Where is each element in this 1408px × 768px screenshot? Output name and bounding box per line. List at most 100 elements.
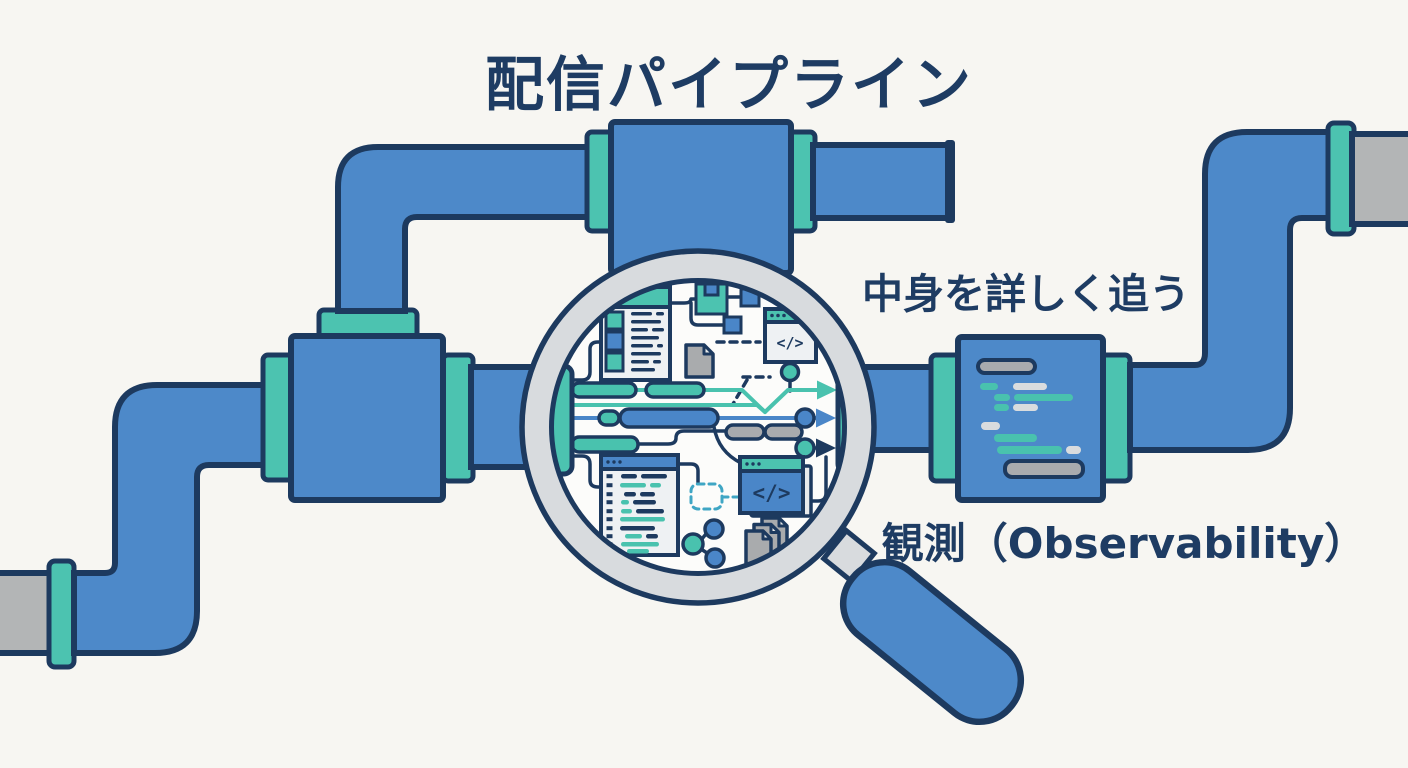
row-segment — [981, 422, 1000, 430]
lens-contents: </> — [552, 282, 844, 569]
row-segment — [652, 328, 664, 332]
gray-pipe-right — [1349, 131, 1408, 227]
flow-pill — [597, 409, 621, 427]
flow-node — [779, 361, 801, 383]
row-segment — [621, 500, 629, 505]
window-dot — [782, 313, 786, 318]
row-segment — [1013, 404, 1038, 411]
code-glyph: </> — [753, 481, 791, 505]
gutter-mark — [606, 534, 613, 539]
row-segment — [633, 500, 656, 505]
lens-pipe-flange-right — [835, 361, 844, 475]
row-segment — [631, 352, 661, 356]
row-segment — [631, 360, 649, 364]
pipe-end-cap — [945, 140, 955, 223]
window-header — [738, 455, 805, 473]
window-dot — [745, 462, 749, 466]
code-text-rows — [606, 474, 667, 554]
row-segment — [653, 360, 661, 364]
arrowhead-navy — [816, 438, 836, 458]
row-segment — [636, 509, 664, 514]
code-editor-icon — [599, 453, 680, 557]
flow-pill — [570, 381, 638, 399]
row-segment — [621, 474, 637, 479]
gray-pipe-left — [0, 570, 57, 656]
row-segment — [621, 542, 659, 547]
row-segment — [997, 446, 1062, 454]
ring-outer-edge — [519, 248, 877, 606]
row-segment — [657, 344, 663, 348]
document-fold — [702, 343, 715, 356]
magnifier-handle — [820, 527, 1025, 726]
code-glyph: </> — [776, 334, 803, 352]
row-segment — [631, 344, 653, 348]
package-flap — [703, 282, 720, 297]
row-segment — [994, 394, 1010, 401]
right-pipe-assembly — [852, 120, 1408, 503]
row-segment — [980, 383, 998, 390]
document-icon — [684, 343, 715, 379]
connector-line — [565, 454, 604, 489]
row-segment — [976, 358, 1037, 375]
node-square — [722, 315, 743, 335]
file-fold — [769, 523, 781, 534]
window-header — [599, 453, 680, 471]
flow-pill — [763, 423, 804, 441]
connector-line — [565, 340, 604, 382]
flow-line-teal-branch — [564, 403, 767, 414]
terminal-window-icon: </> — [738, 455, 813, 518]
row-segment — [625, 534, 642, 539]
observability-label: 観測（Observability） — [882, 519, 1366, 568]
junction-box — [288, 333, 446, 503]
row-segment — [1003, 459, 1085, 479]
row-segment — [656, 312, 664, 316]
window-dot — [606, 460, 610, 464]
row-segment — [641, 474, 667, 479]
connector-line — [712, 425, 743, 465]
flow-node — [794, 407, 816, 429]
row-segment — [631, 312, 652, 316]
row-segment — [1013, 383, 1047, 390]
row-segment — [631, 320, 661, 324]
window-content — [738, 469, 805, 515]
gutter-mark — [606, 474, 613, 479]
gutter-mark — [606, 509, 613, 514]
row-segment — [627, 549, 649, 554]
row-segment — [620, 526, 655, 531]
row-segment — [624, 492, 636, 497]
pipe-flange — [46, 558, 77, 670]
connector-line — [636, 429, 728, 446]
gutter-mark — [606, 483, 613, 488]
file-fold — [777, 516, 789, 528]
flow-node — [794, 437, 816, 459]
top-coupling-assembly — [584, 119, 955, 276]
row-segment — [621, 509, 632, 514]
handle-grip — [839, 558, 1025, 726]
connector-line — [676, 462, 700, 484]
flow-pill — [644, 381, 706, 399]
row-segment — [640, 492, 655, 497]
window-dot — [751, 462, 755, 466]
gutter-mark — [606, 492, 613, 497]
row-segment — [620, 483, 646, 488]
row-segment — [631, 328, 648, 332]
row-segment — [994, 404, 1009, 411]
window-dot — [770, 313, 774, 318]
title-label: 配信パイプライン — [485, 50, 973, 119]
magnifier-ring — [519, 248, 877, 606]
inspect-label: 中身を詳しく追う — [862, 270, 1190, 318]
top-right-pipe — [810, 142, 954, 221]
file-fold — [761, 529, 773, 541]
row-segment — [1066, 446, 1081, 454]
connector-line — [689, 301, 726, 327]
row-segment — [631, 336, 659, 340]
flow-pill — [724, 423, 766, 441]
window-dot — [757, 462, 761, 466]
row-segment — [650, 483, 661, 488]
window-dot — [776, 313, 780, 318]
checkbox — [604, 330, 625, 352]
flow-pill — [570, 435, 640, 454]
magnifier-lens: </> — [547, 276, 849, 578]
ring-band — [523, 252, 873, 602]
